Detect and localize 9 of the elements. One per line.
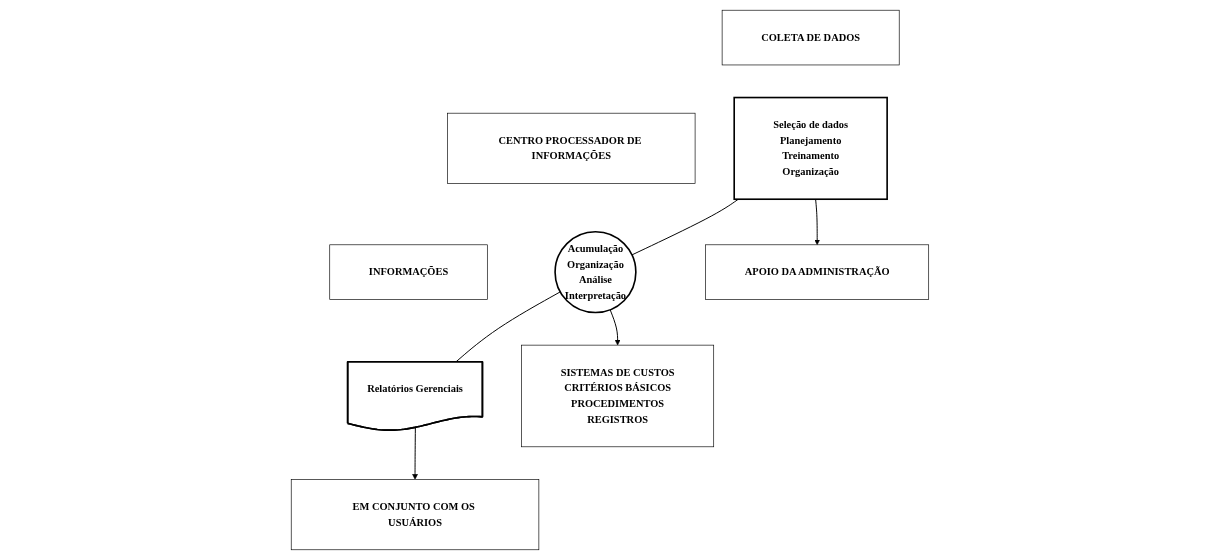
node-box: SISTEMAS DE CUSTOS CRITÉRIOS BÁSICOS PROCEDIMENTOS REGISTROS (520, 344, 714, 448)
node-box: INFORMAÇÕES (328, 244, 488, 300)
node-box: EM CONJUNTO COM OS USUÁRIOS (290, 479, 539, 551)
node-box: APOIO DA ADMINISTRAÇÃO (704, 244, 929, 300)
node-box: CENTRO PROCESSADOR DE INFORMAÇÕES (446, 112, 695, 184)
node-box: Seleção de dados Planejamento Treinamento Organização (732, 96, 888, 201)
node-box: COLETA DE DADOS (721, 9, 900, 66)
node-circle: Acumulação Organização Análise Interpretação (553, 231, 637, 314)
connector (631, 198, 739, 256)
